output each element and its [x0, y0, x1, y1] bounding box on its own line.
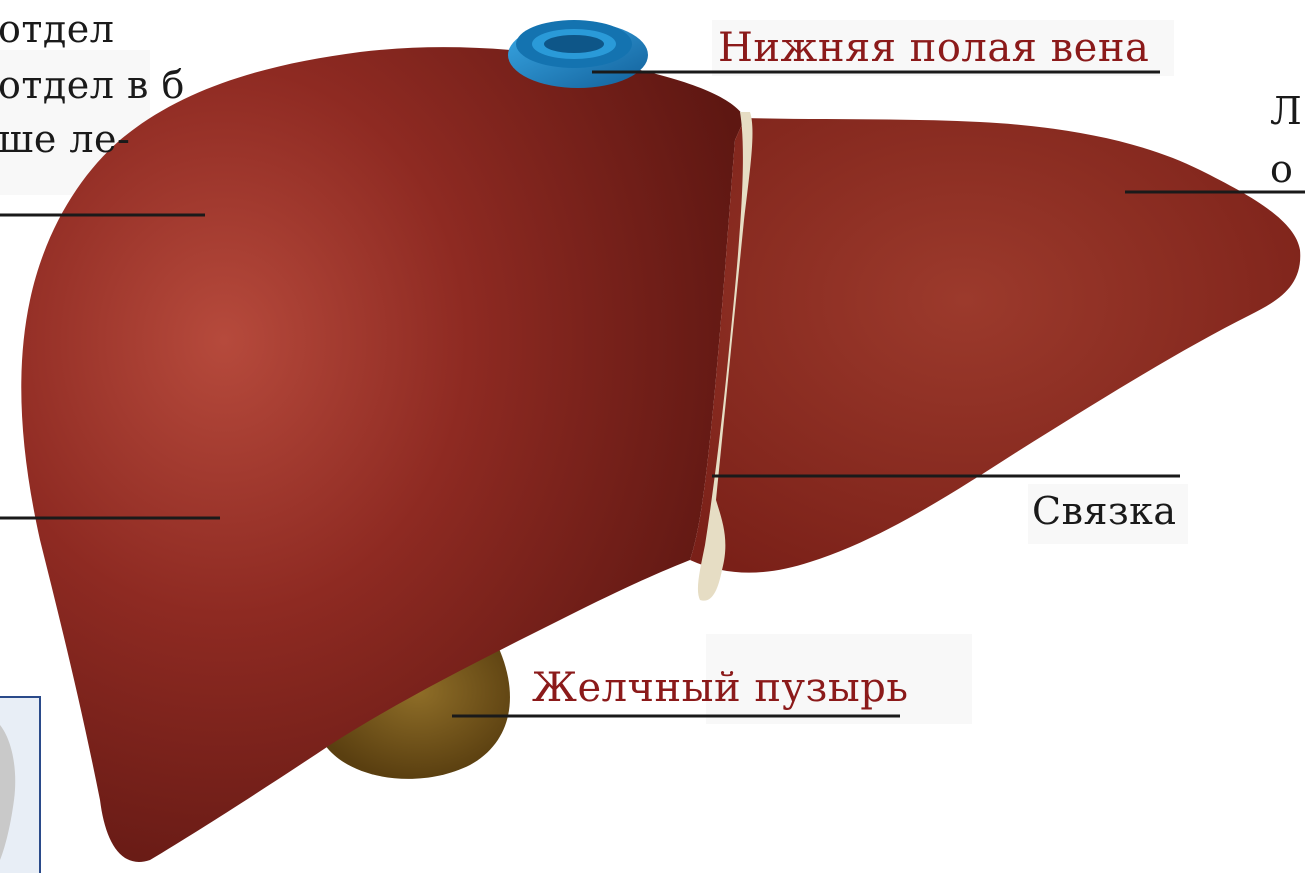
label-inferior-vena-cava: Нижняя полая вена — [718, 28, 1149, 68]
label-left-cut-2: отдел в б — [0, 66, 185, 104]
label-right-cut-2: о — [1270, 150, 1293, 188]
vena-cava-shape — [508, 20, 648, 88]
inset-frame — [0, 697, 40, 873]
label-left-cut-1: отдел — [0, 10, 114, 48]
label-gallbladder: Желчный пузырь — [532, 668, 909, 708]
label-left-cut-3: ше ле- — [0, 120, 130, 158]
label-ligament: Связка — [1032, 492, 1177, 530]
label-right-cut-1: Л — [1270, 92, 1302, 130]
